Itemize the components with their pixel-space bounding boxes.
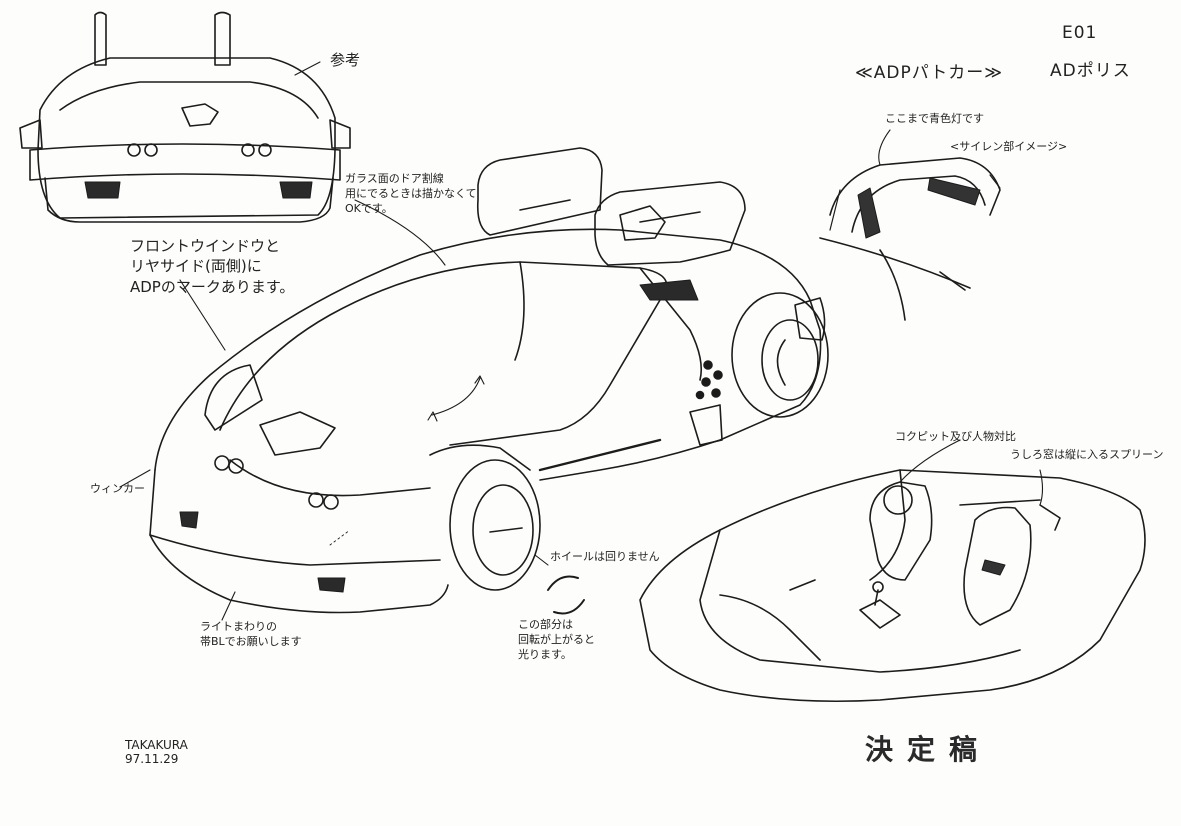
signature-date: 97.11.29 (125, 752, 179, 767)
final-draft-stamp: 決定稿 (865, 733, 992, 766)
note-winker: ウィンカー (90, 482, 145, 495)
note-adp-mark: フロントウインドウと リヤサイド(両側)に ADPのマークあります。 (130, 237, 295, 296)
note-blue-light: ここまで青色灯です (885, 112, 984, 125)
artist-name: TAKAKURA (125, 738, 188, 752)
note-siren-image: <サイレン部イメージ> (950, 140, 1068, 153)
reference-rear-view (19, 11, 351, 223)
main-car (149, 147, 829, 614)
sheet-title: ≪ADPパトカー≫ (855, 63, 1004, 83)
note-rear-window: うしろ窓は縦に入るスプリーン (1010, 448, 1164, 461)
note-wheel: ホイールは回りません (550, 550, 660, 563)
sheet-code: E01 (1062, 23, 1098, 43)
note-cockpit: コクピット及び人物対比 (895, 430, 1016, 443)
cockpit-sketch (639, 469, 1146, 703)
note-reference: 参考 (330, 51, 361, 69)
note-glass-divider: ガラス面のドア割線 用にでるときは描かなくて OKです。 (345, 172, 477, 215)
artist-signature: TAKAKURA 97.11.29 (125, 738, 188, 767)
siren-sketch (819, 157, 1001, 321)
sheet-subtitle: ADポリス (1050, 61, 1131, 81)
note-light-band: ライトまわりの 帯BLでお願いします (200, 620, 302, 648)
note-rotating-part: この部分は 回転が上がると 光ります。 (518, 618, 595, 661)
